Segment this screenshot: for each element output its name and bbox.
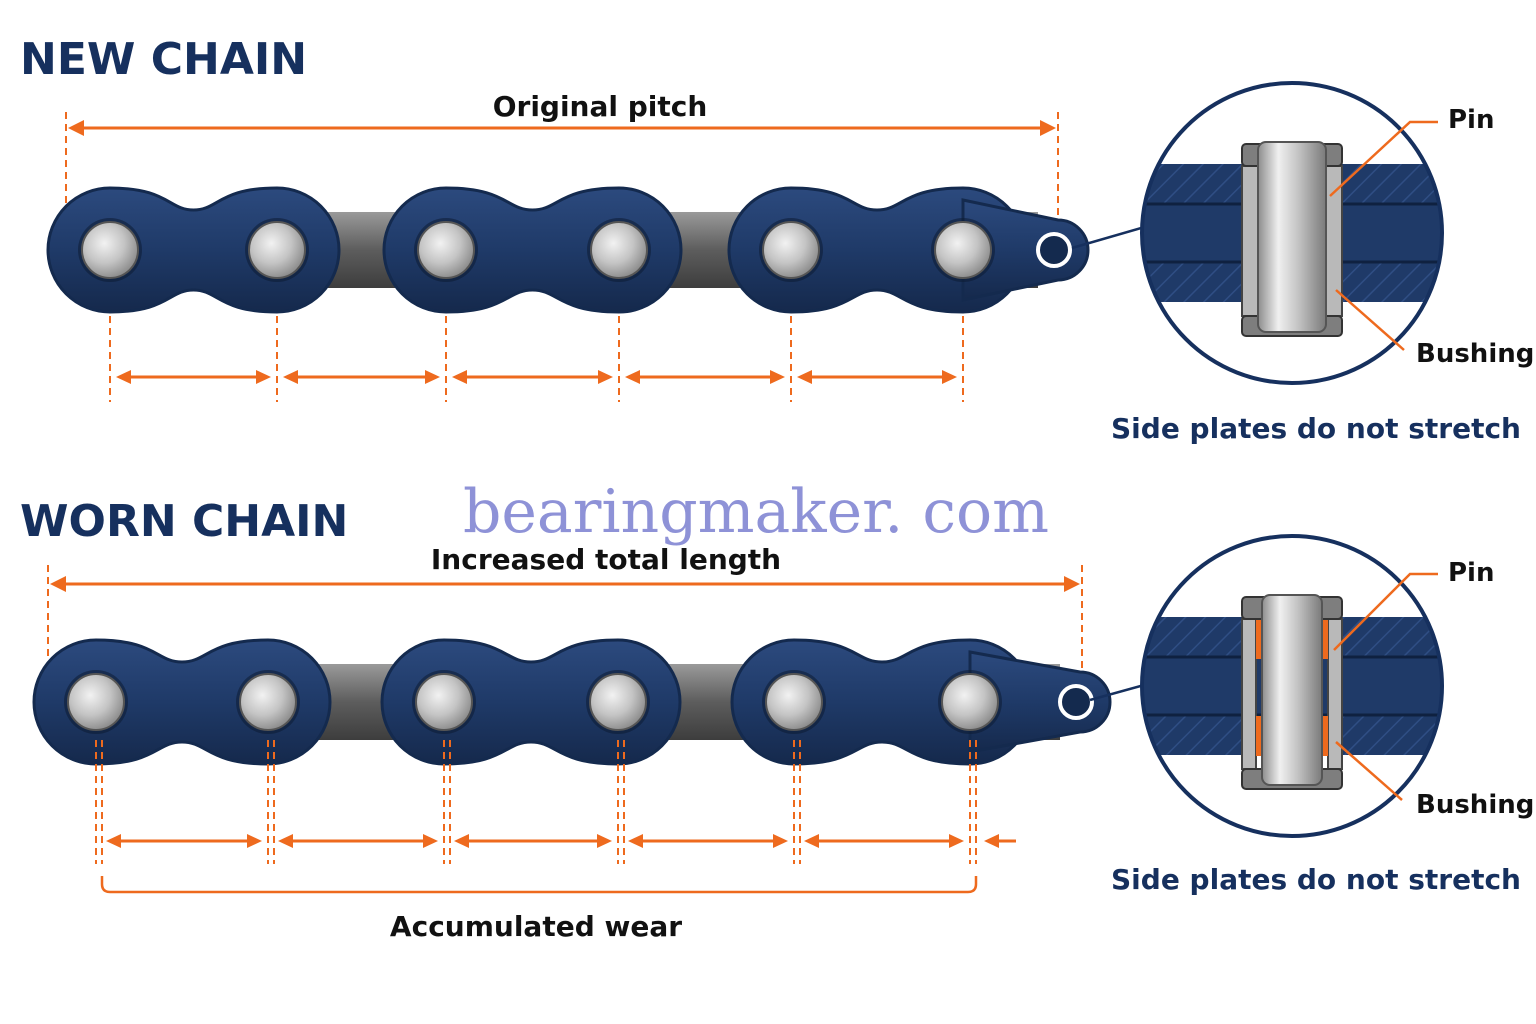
chain-pin-icon (590, 221, 648, 279)
new-bushing-label: Bushing (1416, 339, 1534, 369)
worn-chain-title: WORN CHAIN (20, 496, 348, 547)
pitch-arrowhead-left (283, 370, 298, 384)
pitch-arrowhead-right (256, 370, 271, 384)
chain-end-hole-icon (1036, 232, 1072, 268)
original-pitch-label: Original pitch (493, 90, 708, 123)
pitch-arrowhead-right (247, 834, 262, 848)
worn-chain-body (32, 638, 1112, 766)
new-pin-leader (1329, 120, 1438, 197)
worn-pin-label: Pin (1448, 558, 1494, 588)
pitch-arrowhead-left (452, 370, 467, 384)
pitch-arrowhead-left (804, 834, 819, 848)
chain-pin-icon (762, 221, 820, 279)
worn-detail-leader (1089, 682, 1149, 702)
pitch-arrowhead-right (425, 370, 440, 384)
pitch-arrowhead-left (628, 834, 643, 848)
chain-pin-icon (239, 673, 297, 731)
pitch-arrowhead-left (625, 370, 640, 384)
chain-pin-icon (417, 221, 475, 279)
new-total-arrowhead-left (68, 120, 84, 136)
worn-bushing-label: Bushing (1416, 790, 1534, 820)
new-pitch-markers (109, 316, 964, 402)
worn-detail-callout: Pin Bushing Side plates do not stretch (1089, 534, 1534, 896)
worn-total-arrowhead-right (1064, 576, 1080, 592)
pitch-arrowhead-left (116, 370, 131, 384)
chain-side-plate (46, 186, 341, 314)
pitch-arrowhead-right (770, 370, 785, 384)
new-detail-ring (1140, 81, 1444, 385)
worn-detail-cutaway (1142, 536, 1442, 836)
worn-pin-leader (1333, 572, 1438, 651)
chain-side-plate (727, 186, 1027, 314)
pitch-arrowhead-right (949, 834, 964, 848)
pitch-arrowhead-left (106, 834, 121, 848)
chain-side-plate (382, 186, 683, 314)
pitch-arrowhead-left (797, 370, 812, 384)
pitch-arrowhead-right (598, 370, 613, 384)
chain-pin-icon (589, 673, 647, 731)
accumulated-wear-label: Accumulated wear (390, 910, 682, 943)
new-chain-section: NEW CHAIN Original pitch (20, 34, 1090, 402)
new-detail-leader (1071, 224, 1149, 250)
pitch-arrowhead-right (597, 834, 612, 848)
pitch-arrowhead-right (773, 834, 788, 848)
worn-bushing-leader (1335, 741, 1403, 801)
accumulated-wear-bracket (100, 876, 978, 894)
new-detail-callout: Pin Bushing Side plates do not stretch (1071, 81, 1534, 445)
chain-end-plate (961, 198, 1090, 302)
pitch-arrowhead-right (942, 370, 957, 384)
pitch-arrowhead-left (454, 834, 469, 848)
chain-end-plate (968, 650, 1112, 754)
pitch-arrowhead-right (423, 834, 438, 848)
chain-pin-icon (941, 673, 999, 731)
worn-chain-section: WORN CHAIN Increased total length Accumu… (20, 496, 1112, 943)
new-bushing-leader (1335, 289, 1405, 351)
new-total-arrowhead-right (1040, 120, 1056, 136)
new-detail-cutaway (1142, 83, 1442, 383)
chain-pin-icon (81, 221, 139, 279)
new-chain-body (46, 186, 1090, 314)
chain-pin-icon (67, 673, 125, 731)
chain-pin-icon (415, 673, 473, 731)
new-side-plates-caption: Side plates do not stretch (1111, 412, 1521, 445)
chain-pin-icon (934, 221, 992, 279)
worn-side-plates-caption: Side plates do not stretch (1111, 863, 1521, 896)
pitch-arrowhead-left (278, 834, 293, 848)
chain-pin-icon (248, 221, 306, 279)
worn-detail-ring (1140, 534, 1444, 838)
chain-end-hole-icon (1058, 684, 1094, 720)
watermark-text: bearingmaker. com (463, 477, 1049, 547)
new-pin-label: Pin (1448, 105, 1494, 135)
new-chain-title: NEW CHAIN (20, 34, 307, 85)
worn-pitch-markers (95, 740, 1016, 864)
worn-total-arrowhead-left (50, 576, 66, 592)
wear-extra-arrowhead (984, 834, 999, 848)
chain-pin-icon (765, 673, 823, 731)
increased-total-length-label: Increased total length (431, 543, 781, 576)
